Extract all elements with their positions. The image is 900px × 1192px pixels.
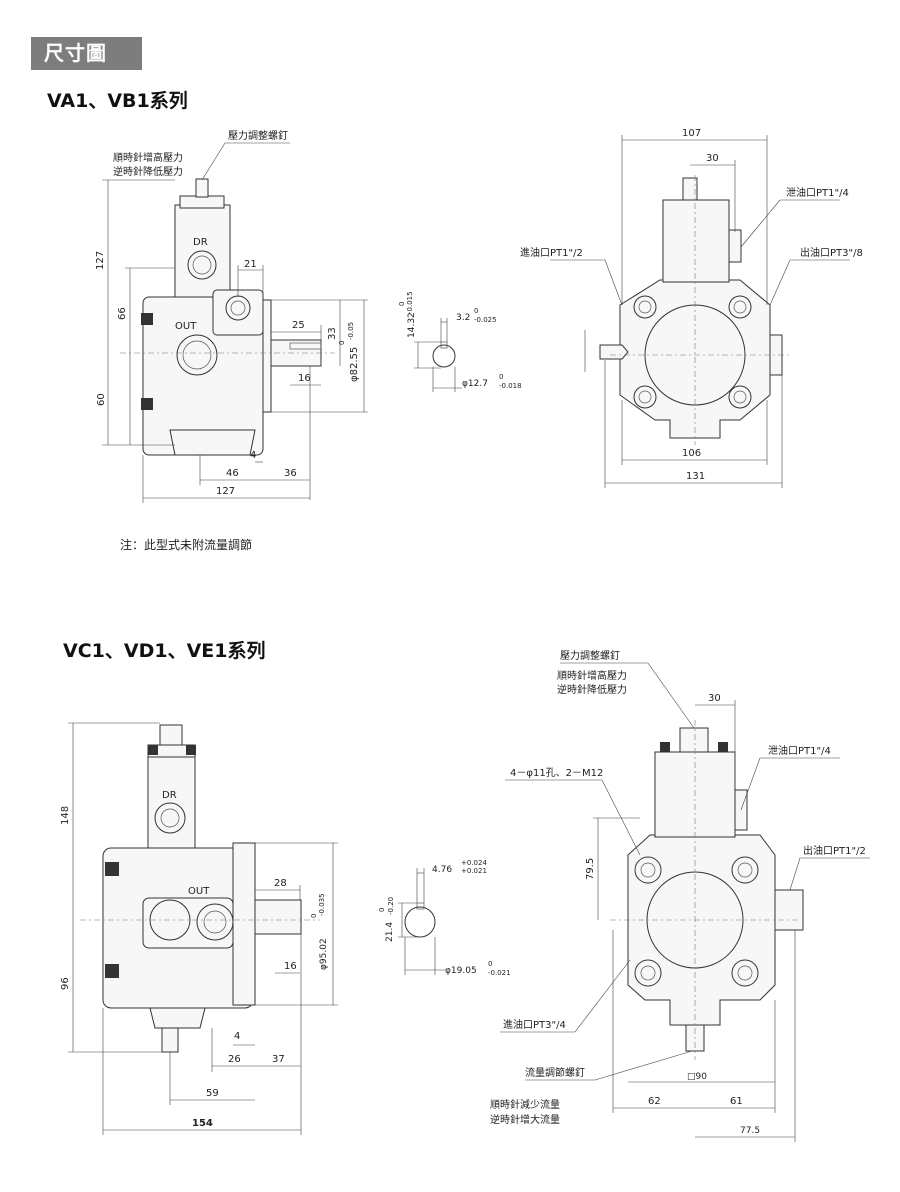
- vc-dim-62: 62: [648, 1096, 661, 1107]
- va-dim-46: 46: [226, 468, 239, 479]
- vc-label-cw-increase: 順時針增高壓力: [557, 669, 627, 682]
- va-dim-131: 131: [686, 471, 705, 482]
- vc-adjust-screw-shape: [159, 724, 183, 746]
- va-tol-14-bot: -0.015: [406, 291, 414, 314]
- va-dim-14-32: 14.32: [407, 312, 417, 338]
- vc-label-dr: DR: [162, 790, 177, 801]
- vc-dim-37: 37: [272, 1054, 285, 1065]
- vc-front-view: 30 79.5 □90 62 61 77.5 壓力調整螺釘 順時針增高壓力 逆時…: [490, 649, 870, 1142]
- va-tol-3-2-bot: -0.025: [474, 316, 497, 324]
- vc-dim-21-4: 21.4: [385, 922, 395, 942]
- note-no-flow-adjust: 注：此型式未附流量調節: [120, 538, 253, 552]
- va-label-drain: 泄油口PT1"/4: [786, 186, 849, 199]
- vc-dim-96: 96: [60, 977, 71, 990]
- va-dim-phi12-7: φ12.7: [462, 379, 488, 389]
- vc-tower: [147, 754, 196, 849]
- vc-dim-4-76: 4.76: [432, 865, 452, 875]
- vc-label-drain: 泄油口PT1"/4: [768, 744, 831, 757]
- vc-dim-30: 30: [708, 693, 721, 704]
- va-dim-21: 21: [244, 259, 257, 270]
- va-dim-107: 107: [682, 128, 701, 139]
- vc-shaft-section: 21.4 0 -0.20 4.76 +0.024 +0.021 φ19.05 0…: [378, 859, 511, 977]
- vc-shaft-circle: [404, 906, 436, 938]
- va-out-port: [176, 334, 218, 376]
- va-tower-cap: [179, 195, 225, 209]
- va-dim-127v: 127: [95, 251, 106, 270]
- va-tol-phi82-bot: -0.05: [347, 322, 355, 340]
- va-label-dr: DR: [193, 237, 208, 248]
- vc-label-flow-screw: 流量調節螺釘: [525, 1066, 585, 1079]
- vc-dim-26: 26: [228, 1054, 241, 1065]
- vc-dim-sq90: □90: [687, 1072, 707, 1082]
- vc-side-view: 148 96 28 16 φ95.02 0 -0.035 4 26 37 59 …: [60, 722, 338, 1135]
- va-label-adjust-screw: 壓力調整螺釘: [228, 129, 288, 142]
- vc-tol-4-76-top: +0.024: [461, 859, 487, 867]
- va-tol-phi12-top: 0: [499, 373, 503, 381]
- vc-label-cw-reduce-flow: 順時針減少流量: [490, 1098, 560, 1111]
- va-shaft-section: 14.32 0 -0.015 3.2 0 -0.025 φ12.7 0 -0.0…: [398, 291, 522, 392]
- vc-dim-4: 4: [234, 1031, 240, 1042]
- vc-label-outlet: 出油口PT1"/2: [803, 844, 866, 857]
- va-tol-phi12-bot: -0.018: [499, 382, 522, 390]
- series-title-vc1-vd1-ve1: VC1、VD1、VE1系列: [63, 640, 266, 662]
- va-adjust-screw-shape: [195, 178, 209, 198]
- vc-label-ccw-increase-flow: 逆時針增大流量: [490, 1113, 560, 1126]
- va-dim-4: 4: [250, 450, 256, 461]
- vc-label-holes: 4－φ11孔、2－M12: [510, 767, 603, 779]
- va-dr-port: [187, 250, 217, 280]
- series-title-va1-vb1: VA1、VB1系列: [47, 90, 188, 112]
- va-label-cw-increase: 順時針增高壓力: [113, 151, 183, 164]
- vc-shaft: [254, 899, 302, 935]
- vc-dim-28: 28: [274, 878, 287, 889]
- va-dim-phi82: φ82.55: [349, 347, 360, 382]
- vc-label-ccw-decrease: 逆時針降低壓力: [557, 683, 627, 696]
- va-dim-106: 106: [682, 448, 701, 459]
- va-shaft-circle: [432, 344, 456, 368]
- vc-tol-4-76-bot: +0.021: [461, 867, 487, 875]
- va-side-view: 127 66 60 21 25 33 16 φ82.55 0 -0.05 4 4…: [95, 129, 368, 503]
- va-dim-3-2: 3.2: [456, 313, 470, 323]
- vc-dim-59: 59: [206, 1088, 219, 1099]
- vc-tol-phi95-bot: -0.035: [318, 893, 326, 916]
- va-dim-127h: 127: [216, 486, 235, 497]
- va-dim-33: 33: [327, 327, 338, 340]
- vc-dim-154: 154: [192, 1118, 213, 1129]
- vc-tol-phi95-top: 0: [310, 914, 318, 918]
- va-tol-3-2-top: 0: [474, 307, 478, 315]
- va-tol-14-top: 0: [398, 302, 406, 306]
- va-dim-60: 60: [96, 393, 107, 406]
- va-label-inlet: 進油口PT1"/2: [520, 246, 583, 259]
- vc-label-adjust-screw: 壓力調整螺釘: [560, 649, 620, 662]
- va-dim-16: 16: [298, 373, 311, 384]
- vc-tol-21-4-top: 0: [378, 908, 386, 912]
- vc-label-out: OUT: [188, 886, 210, 897]
- vc-dim-77-5: 77.5: [740, 1126, 760, 1136]
- vc-dim-61: 61: [730, 1096, 743, 1107]
- vc-dim-phi95: φ95.02: [319, 938, 329, 970]
- vc-dim-16: 16: [284, 961, 297, 972]
- vc-dim-148: 148: [60, 806, 71, 825]
- va-front-tower: [662, 199, 730, 283]
- va-tol-phi82-top: 0: [338, 341, 346, 345]
- va-dim-36: 36: [284, 468, 297, 479]
- va-dim-66: 66: [117, 307, 128, 320]
- va-label-out: OUT: [175, 321, 197, 332]
- va-dim-30-top: 30: [706, 153, 719, 164]
- vc-label-inlet: 進油口PT3"/4: [503, 1018, 566, 1031]
- vc-tol-phi19-bot: -0.021: [488, 969, 511, 977]
- vc-dim-phi19-05: φ19.05: [445, 966, 477, 976]
- vc-tol-21-4-bot: -0.20: [387, 897, 395, 915]
- va-label-ccw-decrease: 逆時針降低壓力: [113, 165, 183, 178]
- vc-tol-phi19-top: 0: [488, 960, 492, 968]
- va-dim-25: 25: [292, 320, 305, 331]
- va-label-outlet: 出油口PT3"/8: [800, 246, 863, 259]
- vc-dim-79-5: 79.5: [585, 858, 596, 880]
- section-badge: 尺寸圖: [31, 37, 142, 70]
- va-front-view: 107 30 106 131 泄油口PT1"/4 進油口PT1"/2 出油口PT…: [520, 128, 863, 488]
